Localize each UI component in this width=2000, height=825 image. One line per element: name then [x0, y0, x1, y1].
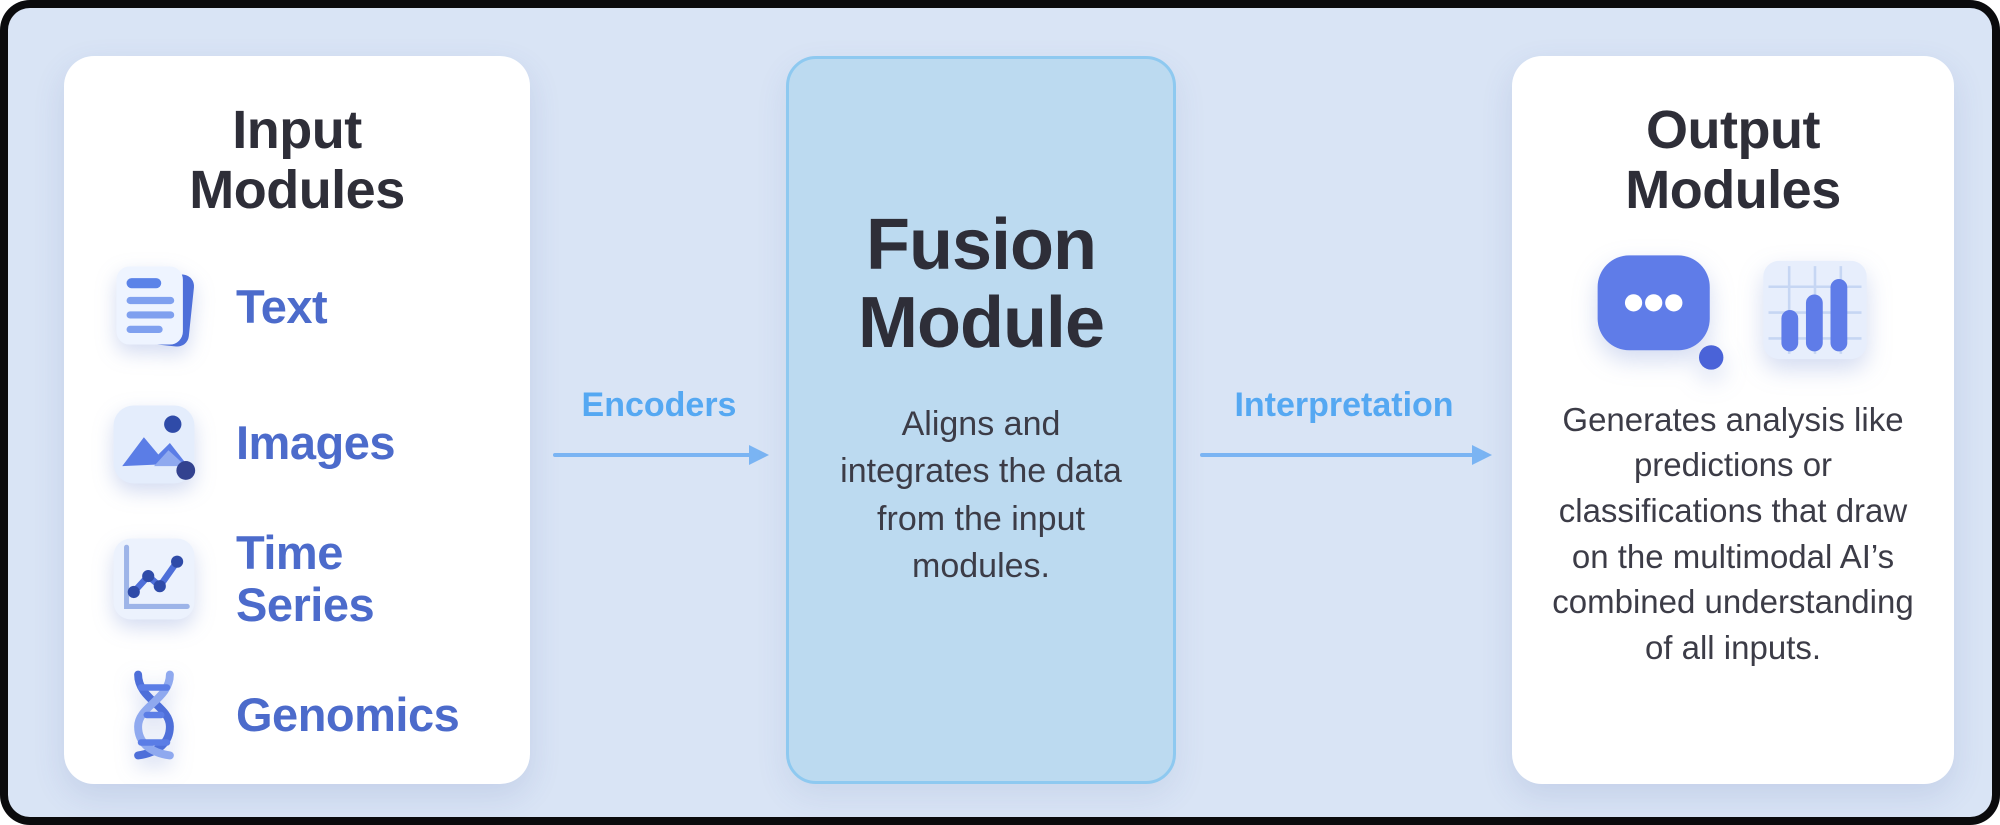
input-modules-title: Input Modules [189, 100, 405, 221]
interpretation-arrow-label: Interpretation [1234, 386, 1454, 424]
input-modules-card: Input Modules Text [64, 56, 530, 784]
genomics-dna-icon [102, 663, 206, 767]
arrow-head-icon [749, 445, 769, 465]
encoders-arrow: Encoders [553, 386, 769, 465]
diagram-canvas: Input Modules Text [8, 8, 1992, 817]
arrow-head-icon [1472, 445, 1492, 465]
fusion-module-card: Fusion Module Aligns and integrates the … [786, 56, 1176, 784]
module-row-text: Text [102, 255, 492, 359]
output-modules-title: Output Modules [1625, 100, 1841, 221]
time-series-icon [102, 527, 206, 631]
encoders-arrow-line [553, 445, 769, 465]
images-icon [102, 391, 206, 495]
module-row-images: Images [102, 391, 492, 495]
text-notepad-icon [102, 255, 206, 359]
module-label-time-series: Time Series [236, 526, 375, 631]
module-row-genomics: Genomics [102, 663, 492, 767]
output-icons-row [1544, 249, 1922, 371]
module-label-genomics: Genomics [236, 688, 460, 742]
interpretation-arrow: Interpretation [1200, 386, 1492, 465]
fusion-module-title: Fusion Module [858, 205, 1105, 363]
output-modules-description: Generates analysis like predictions or c… [1552, 400, 1914, 666]
bar-chart-icon [1753, 254, 1877, 366]
module-label-text: Text [236, 280, 328, 334]
module-label-images: Images [236, 416, 395, 470]
fusion-module-description: Aligns and integrates the data from the … [840, 404, 1122, 586]
encoders-arrow-label: Encoders [581, 386, 737, 424]
input-module-list: Text Images [102, 255, 492, 767]
output-modules-card: Output Modules [1512, 56, 1954, 784]
interpretation-arrow-line [1200, 445, 1492, 465]
speech-bubble-icon [1589, 249, 1727, 371]
module-row-time-series: Time Series [102, 527, 492, 631]
